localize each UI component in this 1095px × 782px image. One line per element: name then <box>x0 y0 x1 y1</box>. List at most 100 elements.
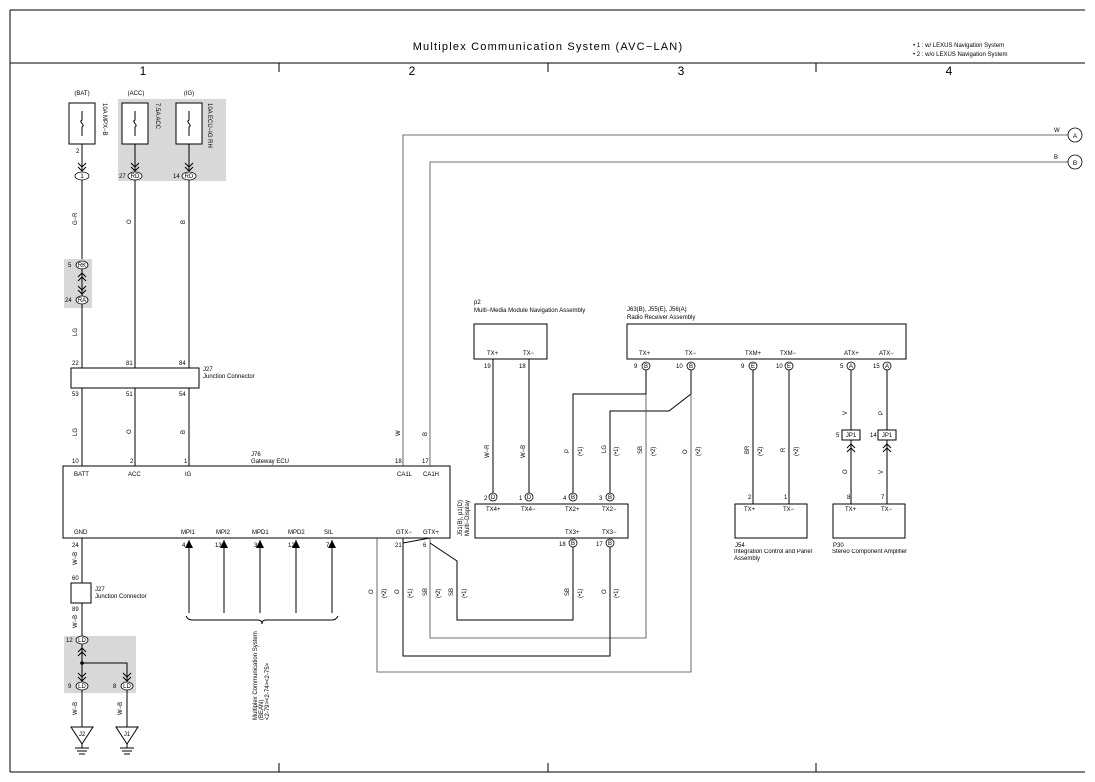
svg-text:(•1): (•1) <box>578 589 584 598</box>
gateway-ecu-j76 <box>62 465 451 539</box>
svg-text:4: 4 <box>182 543 186 549</box>
svg-text:W−B: W−B <box>73 702 79 715</box>
svg-text:V: V <box>879 470 885 474</box>
svg-text:60: 60 <box>72 576 79 582</box>
wire-color-o: O <box>127 219 133 224</box>
wire-color-gr: G−R <box>73 212 79 225</box>
svg-text:B: B <box>608 495 612 501</box>
svg-text:3: 3 <box>599 496 603 502</box>
svg-text:W: W <box>396 430 402 436</box>
svg-text:RA: RA <box>78 298 86 304</box>
svg-text:MPI1: MPI1 <box>181 530 196 536</box>
svg-text:(•2): (•2) <box>794 447 800 456</box>
svg-text:B: B <box>423 432 429 436</box>
svg-text:TX−: TX− <box>523 351 535 357</box>
svg-text:W−B: W−B <box>521 445 527 458</box>
svg-text:19: 19 <box>484 364 491 370</box>
svg-text:O: O <box>127 429 133 434</box>
mpx-reference-2: (BEAN) <box>259 700 265 720</box>
svg-text:A: A <box>849 364 853 370</box>
svg-text:5: 5 <box>68 263 72 269</box>
svg-text:P30: P30 <box>833 543 844 549</box>
svg-text:10: 10 <box>776 364 783 370</box>
wire-color-b: B <box>181 220 187 224</box>
svg-text:7: 7 <box>881 495 885 501</box>
svg-text:RK: RK <box>78 263 86 269</box>
svg-text:Gateway ECU: Gateway ECU <box>251 459 289 465</box>
svg-text:B: B <box>1073 160 1077 167</box>
svg-text:J2: J2 <box>79 732 86 738</box>
svg-text:ACC: ACC <box>128 472 141 478</box>
svg-text:17: 17 <box>422 459 429 465</box>
svg-text:GND: GND <box>74 530 88 536</box>
mpx-reference-1: Multiplex Communication System <box>253 631 259 720</box>
svg-text:O: O <box>683 449 689 454</box>
svg-text:53: 53 <box>72 392 79 398</box>
svg-text:SB: SB <box>565 588 571 596</box>
svg-text:51: 51 <box>126 392 133 398</box>
svg-text:W−R: W−R <box>485 444 491 458</box>
svg-text:3: 3 <box>254 543 258 549</box>
svg-text:(•1): (•1) <box>462 589 468 598</box>
svg-text:CA1H: CA1H <box>423 472 439 478</box>
fuse-source-ig: (IG) <box>184 91 194 97</box>
ground-j2: J2 <box>70 726 94 755</box>
svg-text:Junction Connector: Junction Connector <box>95 594 147 600</box>
svg-text:LD: LD <box>123 684 131 690</box>
stereo-component-amplifier-p30 <box>832 503 906 539</box>
svg-text:10: 10 <box>676 364 683 370</box>
svg-text:6: 6 <box>423 543 427 549</box>
column-2: 2 <box>409 64 416 78</box>
svg-text:ATX−: ATX− <box>879 351 894 357</box>
mpx-reference-3: <2-79><2-74><2-75> <box>265 662 271 720</box>
svg-text:TX+: TX+ <box>744 507 756 513</box>
svg-text:10A ECU−IG RH: 10A ECU−IG RH <box>206 103 212 148</box>
svg-text:RD: RD <box>185 174 194 180</box>
svg-text:O: O <box>395 589 401 594</box>
svg-text:p2: p2 <box>474 300 481 306</box>
svg-text:18: 18 <box>519 364 526 370</box>
svg-text:24: 24 <box>72 543 79 549</box>
svg-text:(•2): (•2) <box>651 447 657 456</box>
svg-text:8: 8 <box>847 495 851 501</box>
svg-text:22: 22 <box>72 361 79 367</box>
svg-text:89: 89 <box>72 607 79 613</box>
svg-text:TX3−: TX3− <box>602 530 617 536</box>
svg-text:(•2): (•2) <box>436 589 442 598</box>
svg-text:LG: LG <box>73 428 79 436</box>
svg-text:TX+: TX+ <box>639 351 651 357</box>
svg-text:14: 14 <box>173 174 180 180</box>
svg-text:18: 18 <box>395 459 402 465</box>
svg-text:2: 2 <box>484 496 488 502</box>
svg-text:13: 13 <box>215 543 222 549</box>
svg-text:B: B <box>689 364 693 370</box>
column-4: 4 <box>946 64 953 78</box>
svg-text:TX−: TX− <box>783 507 795 513</box>
svg-text:LD: LD <box>78 638 86 644</box>
radio-receiver-assembly <box>626 323 907 360</box>
svg-text:1: 1 <box>784 495 788 501</box>
column-1: 1 <box>140 64 147 78</box>
svg-text:(•1): (•1) <box>614 589 620 598</box>
svg-text:A: A <box>1073 133 1078 140</box>
svg-text:(•1): (•1) <box>408 589 414 598</box>
fuse-source-bat: (BAT) <box>74 91 89 97</box>
svg-text:B: B <box>181 430 187 434</box>
svg-text:1: 1 <box>519 496 523 502</box>
svg-text:SB: SB <box>449 588 455 596</box>
svg-text:5: 5 <box>836 433 840 439</box>
svg-text:9: 9 <box>741 364 745 370</box>
svg-text:TX−: TX− <box>881 507 893 513</box>
svg-text:10A MPX−B: 10A MPX−B <box>101 103 107 136</box>
mpx-signal-arrows <box>185 540 339 625</box>
svg-text:B: B <box>571 495 575 501</box>
svg-text:W−B: W−B <box>73 552 79 565</box>
svg-text:JP1: JP1 <box>882 433 893 439</box>
svg-text:MPD2: MPD2 <box>288 530 305 536</box>
svg-text:(•1): (•1) <box>614 447 620 456</box>
svg-text:Multi−Media Module Navigation: Multi−Media Module Navigation Assembly <box>474 308 585 314</box>
svg-text:GTX+: GTX+ <box>423 530 439 536</box>
svg-text:14: 14 <box>870 433 877 439</box>
integration-control-panel-j54 <box>734 503 808 539</box>
svg-text:B: B <box>1054 155 1058 161</box>
